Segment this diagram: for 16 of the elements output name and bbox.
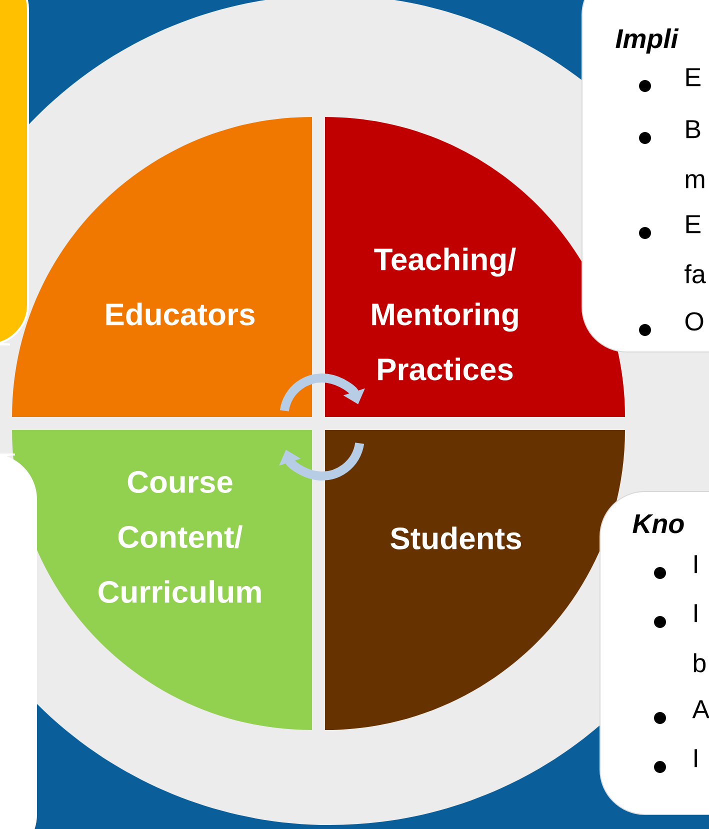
bullet-item: B m [639,120,704,188]
quadrant-segment: Teaching/ Mentoring Practices [325,117,625,417]
bullet-item: I [654,749,698,773]
bullet-item: I [654,555,698,579]
rounded-panel [0,454,37,829]
bullet-item: O [639,312,704,336]
bullet-item: E fa [639,215,706,284]
cycle-arrow [280,374,365,412]
rounded-panel [0,0,29,346]
bullet-item: I b [654,604,706,672]
quadrant-segment: Educators [12,117,312,417]
quadrant-segment: Students [325,430,625,730]
quadrant-segment: Course Content/ Curriculum [12,430,312,730]
bullet-item: E [639,68,700,92]
panel-heading: Kno [632,514,684,534]
panel-heading: Impli [616,28,679,54]
